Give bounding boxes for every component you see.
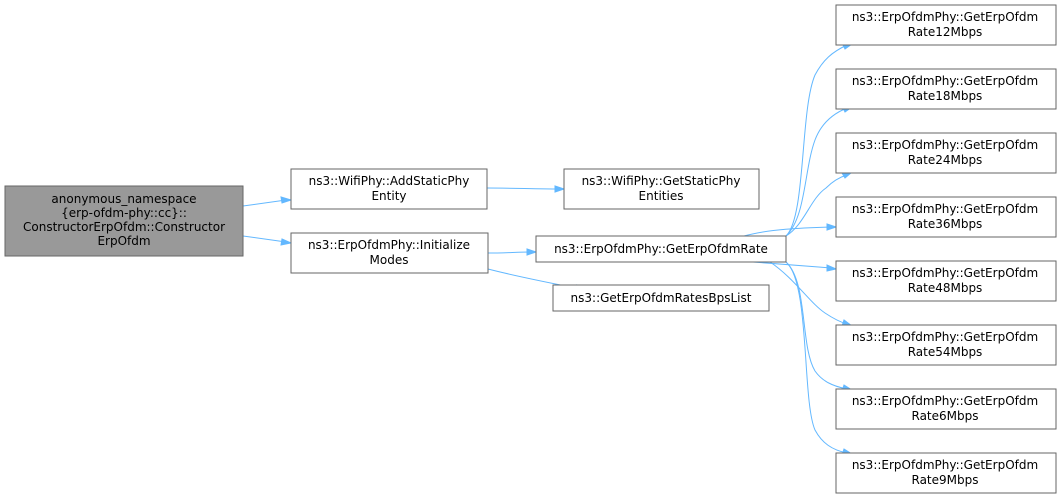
node-get-rate-label-1: ns3::ErpOfdmPhy::GetErpOfdmRate (554, 242, 768, 256)
node-init-modes-label-1: ns3::ErpOfdmPhy::Initialize (308, 238, 470, 252)
node-r24-label-2: Rate24Mbps (908, 153, 983, 167)
node-get-static-label-1: ns3::WifiPhy::GetStaticPhy (582, 174, 741, 188)
edge-root-to-init-modes (242, 235, 287, 243)
node-get-static-box (563, 168, 760, 210)
node-root-box (4, 185, 244, 257)
node-add-static-box (290, 168, 488, 210)
node-bps-list-label-1: ns3::GetErpOfdmRatesBpsList (571, 291, 752, 305)
edge-get-rate-to-r18 (785, 107, 848, 237)
node-rate-54mbps[interactable]: ns3::ErpOfdmPhy::GetErpOfdm Rate54Mbps (835, 324, 1057, 366)
edge-head-root-to-init-modes (280, 238, 293, 246)
edge-get-rate-to-r9 (785, 261, 848, 454)
node-get-erp-ofdm-rates-bps-list[interactable]: ns3::GetErpOfdmRatesBpsList (552, 284, 770, 312)
node-r36-label-1: ns3::ErpOfdmPhy::GetErpOfdm (852, 202, 1038, 216)
node-r24-label-1: ns3::ErpOfdmPhy::GetErpOfdm (852, 138, 1038, 152)
node-rate-18mbps[interactable]: ns3::ErpOfdmPhy::GetErpOfdm Rate18Mbps (835, 68, 1057, 110)
edge-get-rate-to-r24 (785, 174, 848, 237)
edge-get-rate-to-r6 (785, 261, 848, 390)
node-r6-box (835, 388, 1057, 430)
node-initialize-modes[interactable]: ns3::ErpOfdmPhy::Initialize Modes (290, 232, 489, 274)
edge-head-add-static-to-get-static (554, 185, 566, 193)
node-r54-box (835, 324, 1057, 366)
node-r18-box (835, 68, 1057, 110)
node-rate-48mbps[interactable]: ns3::ErpOfdmPhy::GetErpOfdm Rate48Mbps (835, 260, 1057, 302)
node-r12-label-1: ns3::ErpOfdmPhy::GetErpOfdm (852, 10, 1038, 24)
node-layer: anonymous_namespace {erp-ofdm-phy::cc}::… (4, 4, 1057, 494)
node-r48-label-2: Rate48Mbps (908, 281, 983, 295)
node-r54-label-2: Rate54Mbps (908, 345, 983, 359)
node-r18-label-2: Rate18Mbps (908, 89, 983, 103)
edge-get-rate-to-r48 (752, 261, 832, 269)
node-root-label-2: {erp-ofdm-phy::cc}:: (61, 206, 187, 220)
node-r6-label-1: ns3::ErpOfdmPhy::GetErpOfdm (852, 394, 1038, 408)
node-init-modes-box (290, 232, 489, 274)
node-r54-label-1: ns3::ErpOfdmPhy::GetErpOfdm (852, 330, 1038, 344)
node-r48-label-1: ns3::ErpOfdmPhy::GetErpOfdm (852, 266, 1038, 280)
edge-init-modes-to-get-rate (487, 251, 532, 254)
node-r24-box (835, 132, 1057, 174)
edge-head-init-modes-to-get-rate (526, 248, 538, 256)
node-add-static-label-1: ns3::WifiPhy::AddStaticPhy (309, 174, 470, 188)
edge-get-rate-to-r36 (743, 226, 832, 237)
node-rate-12mbps[interactable]: ns3::ErpOfdmPhy::GetErpOfdm Rate12Mbps (835, 4, 1057, 46)
node-init-modes-label-2: Modes (370, 253, 409, 267)
node-add-static-phy-entity[interactable]: ns3::WifiPhy::AddStaticPhy Entity (290, 168, 488, 210)
edge-get-rate-to-r54 (769, 261, 848, 325)
edge-head-root-to-add-static (280, 196, 293, 204)
edge-root-to-add-static (242, 199, 287, 207)
node-get-rate-box (535, 235, 787, 263)
node-root-label-1: anonymous_namespace (51, 192, 196, 206)
node-r6-label-2: Rate6Mbps (912, 409, 979, 423)
node-r9-box (835, 452, 1057, 494)
node-root[interactable]: anonymous_namespace {erp-ofdm-phy::cc}::… (4, 185, 244, 257)
edge-add-static-to-get-static (486, 187, 560, 190)
node-add-static-label-2: Entity (371, 189, 406, 203)
node-rate-24mbps[interactable]: ns3::ErpOfdmPhy::GetErpOfdm Rate24Mbps (835, 132, 1057, 174)
node-r36-label-2: Rate36Mbps (908, 217, 983, 231)
node-get-static-phy-entities[interactable]: ns3::WifiPhy::GetStaticPhy Entities (563, 168, 760, 210)
node-r18-label-1: ns3::ErpOfdmPhy::GetErpOfdm (852, 74, 1038, 88)
node-get-erp-ofdm-rate[interactable]: ns3::ErpOfdmPhy::GetErpOfdmRate (535, 235, 787, 263)
node-get-static-label-2: Entities (639, 189, 684, 203)
node-bps-list-box (552, 284, 770, 312)
node-rate-9mbps[interactable]: ns3::ErpOfdmPhy::GetErpOfdm Rate9Mbps (835, 452, 1057, 494)
node-r9-label-2: Rate9Mbps (912, 473, 979, 487)
node-root-label-4: ErpOfdm (97, 234, 150, 248)
node-r48-box (835, 260, 1057, 302)
node-rate-6mbps[interactable]: ns3::ErpOfdmPhy::GetErpOfdm Rate6Mbps (835, 388, 1057, 430)
edge-head-get-rate-to-r36 (826, 223, 838, 231)
edge-get-rate-to-r12 (785, 44, 848, 237)
node-r12-box (835, 4, 1057, 46)
node-r36-box (835, 196, 1057, 238)
node-rate-36mbps[interactable]: ns3::ErpOfdmPhy::GetErpOfdm Rate36Mbps (835, 196, 1057, 238)
node-r9-label-1: ns3::ErpOfdmPhy::GetErpOfdm (852, 458, 1038, 472)
edge-head-get-rate-to-r48 (826, 264, 838, 272)
node-r12-label-2: Rate12Mbps (908, 25, 983, 39)
node-root-label-3: ConstructorErpOfdm::Constructor (23, 220, 225, 234)
